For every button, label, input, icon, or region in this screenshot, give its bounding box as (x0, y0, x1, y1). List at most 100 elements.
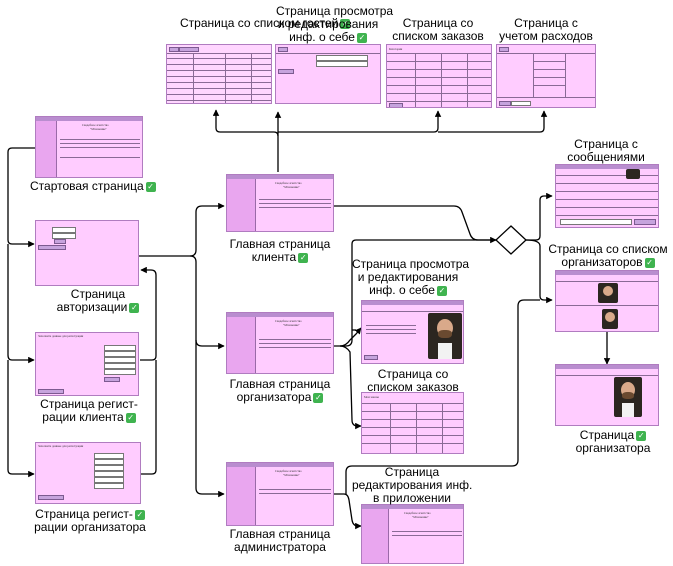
label-organizer-orders: Страница со списком заказов (366, 368, 460, 394)
organizers-list-photo-1 (598, 283, 618, 303)
edge-bus-to-client-reg (7, 244, 35, 364)
label-line: рации организатора (34, 520, 146, 534)
label-line: редактирования инф. (352, 478, 473, 492)
thumb-brand-org: Свадебное агентство (275, 319, 302, 323)
edge-decision-to-messages (526, 192, 553, 241)
check-icon: ✓ (125, 413, 136, 423)
label-line: Страница (579, 428, 635, 442)
check-icon: ✓ (340, 19, 351, 29)
check-icon: ✓ (145, 182, 156, 192)
label-line: Страница (70, 287, 126, 301)
label-line: Страница со (377, 367, 449, 381)
check-icon: ✓ (636, 431, 647, 441)
label-line: клиента (251, 250, 297, 264)
label-client-orders: Страница со списком заказов (388, 17, 488, 43)
thumb-app-info-edit: Свадебное агентство "Мгновение" (361, 504, 464, 564)
check-icon: ✓ (134, 510, 145, 520)
label-guests-list-text: Страница со списком гостей (180, 16, 339, 30)
thumb-categories-label: Категории (389, 47, 403, 51)
label-guests-list: Страница со списком гостей✓ (180, 16, 351, 30)
edge-admin-to-organizers (345, 299, 540, 494)
edge-admin-to-appinfo (334, 493, 362, 530)
thumb-reg-title-2: Заполните данные для регистрации (38, 444, 84, 448)
thumb-expenses (496, 44, 596, 108)
check-icon: ✓ (129, 303, 140, 313)
label-line: Страница со списком (548, 242, 668, 256)
edge-client-to-decision (334, 205, 497, 244)
thumb-brand-client: Свадебное агентство (275, 181, 302, 185)
thumb-organizer-page (555, 364, 659, 426)
label-line: организатора (575, 441, 651, 455)
organizers-list-photo-2 (602, 309, 618, 329)
edge-org-main-to-orders (339, 345, 362, 430)
check-icon: ✓ (313, 393, 324, 403)
label-start-text: Стартовая страница (30, 179, 144, 193)
edge-start-to-auth (7, 147, 35, 248)
thumb-brand-admin: Свадебное агентство (275, 469, 302, 473)
label-messages: Страница с сообщениями (560, 138, 652, 164)
label-authorization: Страница авторизации✓ (48, 288, 148, 314)
thumb-quote-org: "Мгновение" (283, 323, 300, 327)
organizer-page-photo (614, 377, 642, 417)
organizer-photo (428, 313, 462, 359)
thumb-brand: Свадебное агентство (82, 123, 109, 127)
label-start: Стартовая страница✓ (30, 180, 156, 193)
thumb-guests-list (166, 44, 272, 104)
thumb-auth-page (35, 220, 139, 286)
label-line: Главная страница (229, 377, 331, 391)
label-expenses: Страница с учетом расходов (496, 17, 596, 43)
thumb-brand-appinfo: Свадебное агентство (404, 511, 431, 515)
thumb-messages (555, 164, 659, 228)
edge-auth-hub (138, 202, 225, 257)
thumb-organizer-registration: Заполните данные для регистрации (35, 442, 141, 504)
thumb-brand-quote: "Мгновение" (90, 127, 107, 131)
thumb-organizer-main: Свадебное агентство "Мгновение" (226, 312, 334, 374)
messages-avatar (626, 169, 640, 179)
label-app-info-edit: Страница редактирования инф. в приложени… (352, 466, 472, 505)
thumb-client-profile (275, 44, 381, 104)
edge-reg-to-auth (140, 266, 157, 361)
label-line: авторизации (56, 300, 128, 314)
label-line: списком заказов (392, 29, 484, 43)
thumb-organizer-orders: Мои заказы (361, 392, 464, 454)
label-line: рации клиента (42, 410, 124, 424)
label-line: и редактирования (357, 270, 459, 284)
thumb-start-page: Свадебное агентство "Мгновение" (35, 116, 143, 178)
edge-auth-to-admin (195, 340, 225, 498)
thumb-quote-appinfo: "Мгновение" (412, 515, 429, 519)
edge-client-up (212, 109, 279, 172)
label-line: Главная страница (229, 527, 331, 541)
label-line: учетом расходов (499, 29, 593, 43)
label-organizer-main: Главная страница организатора✓ (226, 378, 334, 404)
check-icon: ✓ (298, 253, 309, 263)
thumb-organizer-profile (361, 300, 464, 364)
thumb-client-main: Свадебное агентство "Мгновение" (226, 174, 334, 232)
edge-org-main-to-decision (334, 239, 496, 347)
thumb-orders-title: Мои заказы (364, 395, 379, 399)
label-client-profile: Страница просмотра и редактирования инф.… (276, 4, 394, 44)
label-line: Страница просмотра (276, 4, 394, 18)
label-organizer-profile: Страница просмотра и редактирования инф.… (352, 258, 469, 297)
edge-auth-to-organizer (189, 255, 225, 350)
thumb-client-registration: Заполните данные для регистрации (35, 332, 139, 396)
label-line: Страница с (574, 137, 638, 151)
thumb-admin-main: Свадебное агентство "Мгновение" (226, 462, 334, 526)
thumb-client-orders: Категории (386, 44, 492, 108)
label-organizers-list: Страница со списком организаторов✓ (545, 243, 671, 269)
label-line: администратора (234, 540, 326, 554)
check-icon: ✓ (356, 33, 367, 43)
label-line: Страница со (402, 16, 474, 30)
label-line: и редактирования (277, 17, 379, 31)
label-line: инф. о себе (369, 283, 435, 297)
thumb-quote-client: "Мгновение" (283, 185, 300, 189)
check-icon: ✓ (644, 258, 655, 268)
label-line: Главная страница (229, 237, 331, 251)
label-line: Страница регист- (35, 507, 133, 521)
label-line: сообщениями (567, 150, 645, 164)
label-line: Страница с (514, 16, 578, 30)
label-organizer-page: Страница✓ организатора (568, 429, 658, 455)
decision-diamond (495, 225, 527, 255)
label-admin-main: Главная страница администратора (226, 528, 334, 554)
thumb-quote-admin: "Мгновение" (283, 473, 300, 477)
